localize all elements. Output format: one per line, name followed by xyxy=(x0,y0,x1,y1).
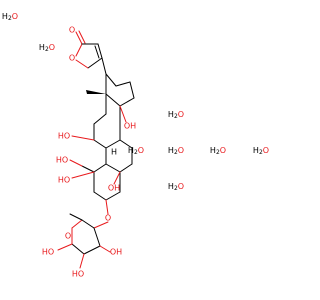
water-molecule-3: H2O xyxy=(168,110,184,120)
c11-oh-bond xyxy=(71,135,95,141)
sugar-hydroxyl-3: HO xyxy=(72,270,84,279)
sugar-bond-2 xyxy=(71,243,85,255)
carbonyl-bond-2 xyxy=(78,30,86,44)
ring-d-bond-2 xyxy=(115,81,131,87)
c19-hydroxyl: HO xyxy=(56,156,68,165)
c5-oh-bond xyxy=(113,171,121,185)
sugar-ring: O O OH HO HO xyxy=(42,213,122,279)
methyl-wedge xyxy=(86,90,106,94)
c5-hydroxyl: OH xyxy=(108,184,120,193)
ring-a-bond-4 xyxy=(105,191,121,201)
sugar-link-bond xyxy=(93,221,109,229)
ring-b-bond-2 xyxy=(105,163,121,173)
ring-b-bond-3 xyxy=(119,163,133,173)
sugar-bond-4 xyxy=(93,227,101,247)
sugar-hydroxyl-4: HO xyxy=(42,248,54,257)
water-molecule-7: H2O xyxy=(253,146,269,156)
ring-bond-3 xyxy=(87,57,103,69)
ring-c-bond-4 xyxy=(93,139,107,149)
ring-a-bond-3 xyxy=(93,191,107,201)
c14-oh-bond xyxy=(119,105,127,123)
ring-c-bond-2 xyxy=(93,113,107,125)
c14-hydroxyl: OH xyxy=(124,122,136,131)
sugar-oh4-bond xyxy=(57,243,73,251)
c19-oh-bond xyxy=(69,159,83,167)
water-molecule-1: H2O xyxy=(2,12,18,22)
sugar-o-bond-1 xyxy=(71,219,83,229)
c19-bond xyxy=(81,165,95,173)
c11-hydroxyl: HO xyxy=(58,132,70,141)
ring-d-bond-5 xyxy=(105,93,121,107)
lactone-link-bond xyxy=(101,57,107,75)
sugar-ring-oxygen: O xyxy=(65,232,71,241)
sugar-hydroxyl-2: OH xyxy=(110,248,122,257)
sugar-oh2-bond xyxy=(99,245,111,253)
c1-oh-bond xyxy=(71,171,95,179)
ring-a-bond-1 xyxy=(93,163,107,173)
sugar-bond-1 xyxy=(81,219,95,229)
ring-double-bond xyxy=(94,45,100,59)
ring-d-bond-1 xyxy=(105,73,117,87)
water-molecule-5: H2O xyxy=(168,146,184,156)
ring-bond-2 xyxy=(97,43,103,59)
sugar-bond-3 xyxy=(83,245,101,255)
ring-o-bond-1 xyxy=(75,43,83,57)
molecule-structure: H2O H2O H2O H2O H2O H2O H2O H2O O O xyxy=(2,12,269,279)
ring-c-bond-5 xyxy=(105,139,121,149)
lactone-ring-oxygen: O xyxy=(69,54,75,63)
h-label: H xyxy=(111,148,117,157)
c1-hydroxyl: HO xyxy=(58,176,70,185)
steroid-core: OH HO HO HO OH H xyxy=(56,73,136,215)
water-molecule-4: H2O xyxy=(128,146,144,156)
ring-o-bond-2 xyxy=(75,59,89,69)
sugar-methyl-bond xyxy=(69,213,83,221)
water-molecules: H2O H2O H2O H2O H2O H2O H2O H2O xyxy=(2,12,269,192)
water-molecule-8: H2O xyxy=(168,182,184,192)
lactone-ring: O O xyxy=(69,26,107,75)
glycosidic-bond xyxy=(105,199,109,215)
water-molecule-2: H2O xyxy=(39,43,55,53)
carbonyl-bond xyxy=(75,31,83,45)
sugar-oh3-bond xyxy=(79,253,85,269)
glycosidic-oxygen: O xyxy=(105,214,111,223)
ring-d-bond-3 xyxy=(129,81,135,99)
lactone-carbonyl-oxygen: O xyxy=(69,26,75,35)
ring-b-bond-5 xyxy=(119,139,133,149)
water-molecule-6: H2O xyxy=(210,146,226,156)
ring-d-bond-4 xyxy=(119,97,135,107)
